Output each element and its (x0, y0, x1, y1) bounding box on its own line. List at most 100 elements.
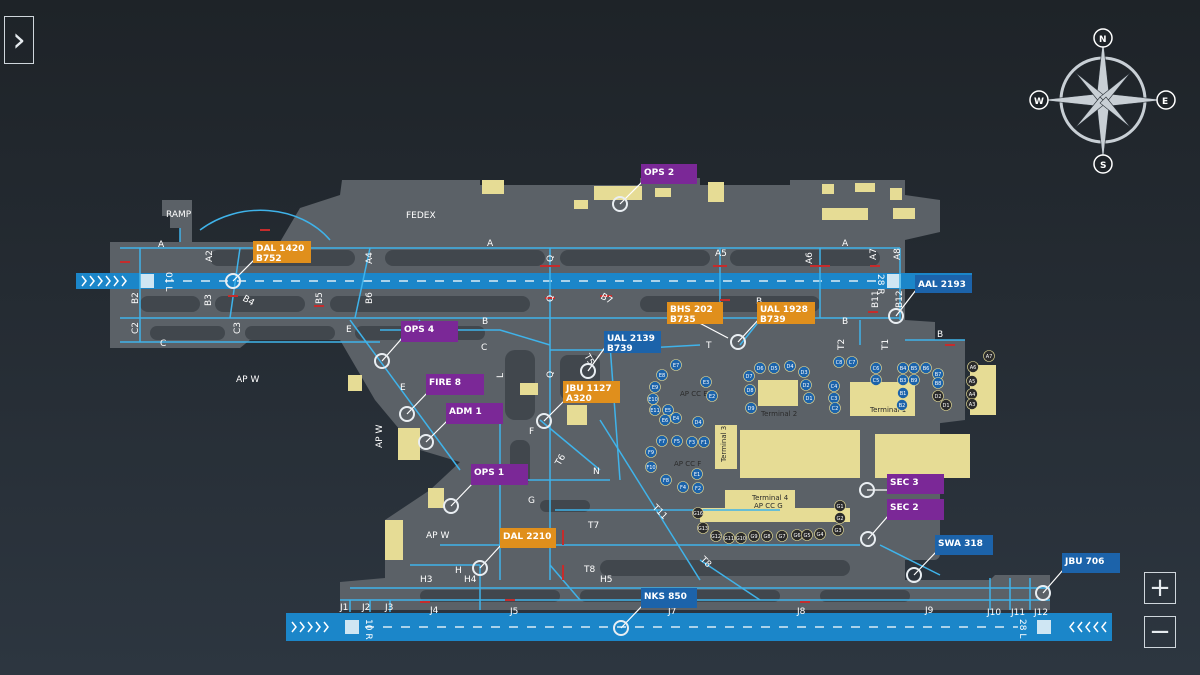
gate-marker[interactable]: B2 (896, 399, 908, 411)
expand-menu-button[interactable]: › (4, 16, 34, 64)
gate-marker[interactable]: A5 (966, 375, 978, 387)
svg-text:A320: A320 (566, 394, 592, 404)
plus-icon: + (1149, 573, 1171, 603)
gate-marker[interactable]: C7 (846, 356, 858, 368)
gate-marker[interactable]: G6 (791, 529, 803, 541)
gate-marker[interactable]: E7 (670, 359, 682, 371)
gate-marker[interactable]: F5 (671, 435, 683, 447)
gate-marker[interactable]: E4 (670, 412, 682, 424)
gate-marker[interactable]: D8 (744, 384, 756, 396)
gate-marker[interactable]: E10 (647, 393, 659, 405)
gate-marker[interactable]: G4 (814, 528, 826, 540)
tag-swa318[interactable]: SWA 318 (935, 535, 993, 555)
svg-text:ADM 1: ADM 1 (449, 407, 482, 417)
gate-marker[interactable]: F1 (698, 436, 710, 448)
gate-marker[interactable]: G7 (776, 530, 788, 542)
gate-marker[interactable]: G5 (801, 529, 813, 541)
gate-label: D9 (747, 406, 754, 412)
gate-marker[interactable]: F3 (686, 436, 698, 448)
gate-marker[interactable]: C5 (870, 374, 882, 386)
gate-marker[interactable]: F8 (660, 474, 672, 486)
gate-marker[interactable]: B5 (908, 362, 920, 374)
gate-marker[interactable]: G13 (697, 522, 709, 534)
tag-aal2193[interactable]: AAL 2193 (915, 275, 972, 293)
gate-marker[interactable]: F4 (677, 481, 689, 493)
gate-marker[interactable]: D6 (754, 362, 766, 374)
gate-marker[interactable]: C3 (828, 392, 840, 404)
area-fedex-label: FEDEX (406, 211, 436, 221)
gate-marker[interactable]: B4 (897, 362, 909, 374)
gate-marker[interactable]: D2 (932, 390, 944, 402)
tag-sec3[interactable]: SEC 3 (887, 474, 944, 494)
gate-marker[interactable]: G12 (710, 530, 722, 542)
gate-marker[interactable]: E11 (649, 404, 661, 416)
tag-jbu706[interactable]: JBU 706 (1062, 553, 1120, 573)
gate-marker[interactable]: E3 (700, 376, 712, 388)
gate-marker[interactable]: C8 (833, 356, 845, 368)
taxiway-label: C (160, 339, 166, 349)
gate-marker[interactable]: G16 (692, 507, 704, 519)
gate-marker[interactable]: F2 (692, 482, 704, 494)
gate-marker[interactable]: D1 (803, 392, 815, 404)
gate-marker[interactable]: B8 (932, 377, 944, 389)
svg-text:OPS 1: OPS 1 (474, 468, 504, 478)
gate-marker[interactable]: F10 (645, 461, 657, 473)
gate-marker[interactable]: E1 (691, 468, 703, 480)
svg-text:SWA 318: SWA 318 (938, 539, 983, 549)
gate-marker[interactable]: G10 (735, 532, 747, 544)
tag-ops4[interactable]: OPS 4 (401, 321, 458, 342)
gate-marker[interactable]: B1 (897, 387, 909, 399)
gate-marker[interactable]: D9 (745, 402, 757, 414)
gate-marker[interactable]: F7 (656, 435, 668, 447)
taxiway-label: B6 (365, 292, 375, 304)
gate-marker[interactable]: D4 (692, 416, 704, 428)
gate-marker[interactable]: D5 (768, 362, 780, 374)
gate-marker[interactable]: G11 (723, 532, 735, 544)
gate-marker[interactable]: D4 (784, 360, 796, 372)
tag-dal2210[interactable]: DAL 2210 (500, 528, 556, 548)
gate-label: F10 (646, 465, 655, 471)
gate-marker[interactable]: G1 (834, 500, 846, 512)
gate-marker[interactable]: D2 (800, 379, 812, 391)
gate-marker[interactable]: B9 (908, 374, 920, 386)
gate-marker[interactable]: A4 (966, 388, 978, 400)
tag-sec2[interactable]: SEC 2 (887, 499, 944, 520)
gate-marker[interactable]: A6 (967, 361, 979, 373)
gate-marker[interactable]: E6 (659, 414, 671, 426)
zoom-in-button[interactable]: + (1144, 572, 1176, 604)
gate-marker[interactable]: E5 (662, 404, 674, 416)
tag-adm1[interactable]: ADM 1 (446, 403, 503, 424)
gate-marker[interactable]: G3 (832, 524, 844, 536)
gate-marker[interactable]: D1 (940, 399, 952, 411)
gate-marker[interactable]: C6 (870, 362, 882, 374)
gate-marker[interactable]: D7 (743, 370, 755, 382)
gate-marker[interactable]: E2 (706, 390, 718, 402)
gate-marker[interactable]: B3 (897, 374, 909, 386)
zoom-out-button[interactable]: − (1144, 616, 1176, 648)
tag-ops2[interactable]: OPS 2 (641, 164, 697, 184)
gate-marker[interactable]: C2 (829, 402, 841, 414)
gate-label: D1 (942, 403, 949, 409)
gate-marker[interactable]: G2 (834, 512, 846, 524)
gate-marker[interactable]: G8 (761, 530, 773, 542)
gate-marker[interactable]: E8 (656, 369, 668, 381)
gate-marker[interactable]: D3 (798, 366, 810, 378)
gate-marker[interactable]: B6 (920, 362, 932, 374)
gate-marker[interactable]: G9 (748, 530, 760, 542)
gate-marker[interactable]: E9 (649, 381, 661, 393)
tag-ops1[interactable]: OPS 1 (471, 464, 528, 485)
gate-marker[interactable]: C4 (828, 380, 840, 392)
gate-label: G3 (834, 528, 841, 534)
gate-marker[interactable]: A3 (966, 398, 978, 410)
tag-nks850[interactable]: NKS 850 (641, 588, 697, 608)
tag-fire8[interactable]: FIRE 8 (426, 374, 484, 395)
gate-marker[interactable]: A7 (983, 350, 995, 362)
gate-marker[interactable]: F9 (645, 446, 657, 458)
